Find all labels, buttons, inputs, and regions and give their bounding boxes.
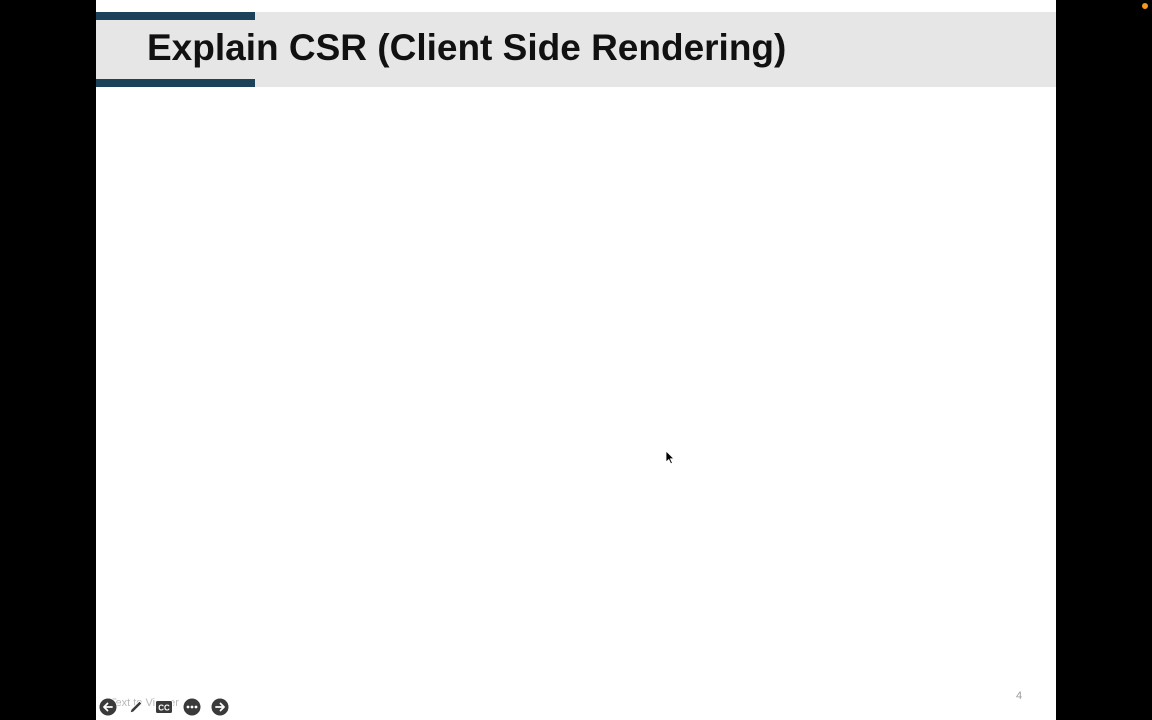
pen-icon <box>129 700 143 714</box>
more-icon <box>182 697 202 717</box>
slide: Explain CSR (Client Side Rendering) Text… <box>96 0 1056 720</box>
accent-bar-top <box>96 12 255 20</box>
more-options-button[interactable] <box>182 697 202 717</box>
arrow-right-icon <box>210 697 230 717</box>
next-slide-button[interactable] <box>210 697 230 717</box>
title-band <box>96 12 1056 87</box>
svg-text:CC: CC <box>158 704 170 713</box>
pen-tool-button[interactable] <box>126 697 146 717</box>
recording-indicator <box>1142 3 1148 9</box>
slide-number: 4 <box>1016 690 1023 702</box>
arrow-left-icon <box>98 697 118 717</box>
mouse-cursor-icon <box>665 450 675 465</box>
closed-captions-icon: CC <box>155 700 173 714</box>
slideshow-controls: CC <box>98 697 230 717</box>
accent-bar-bottom <box>96 79 255 87</box>
captions-button[interactable]: CC <box>154 697 174 717</box>
previous-slide-button[interactable] <box>98 697 118 717</box>
slide-title: Explain CSR (Client Side Rendering) <box>147 27 787 68</box>
